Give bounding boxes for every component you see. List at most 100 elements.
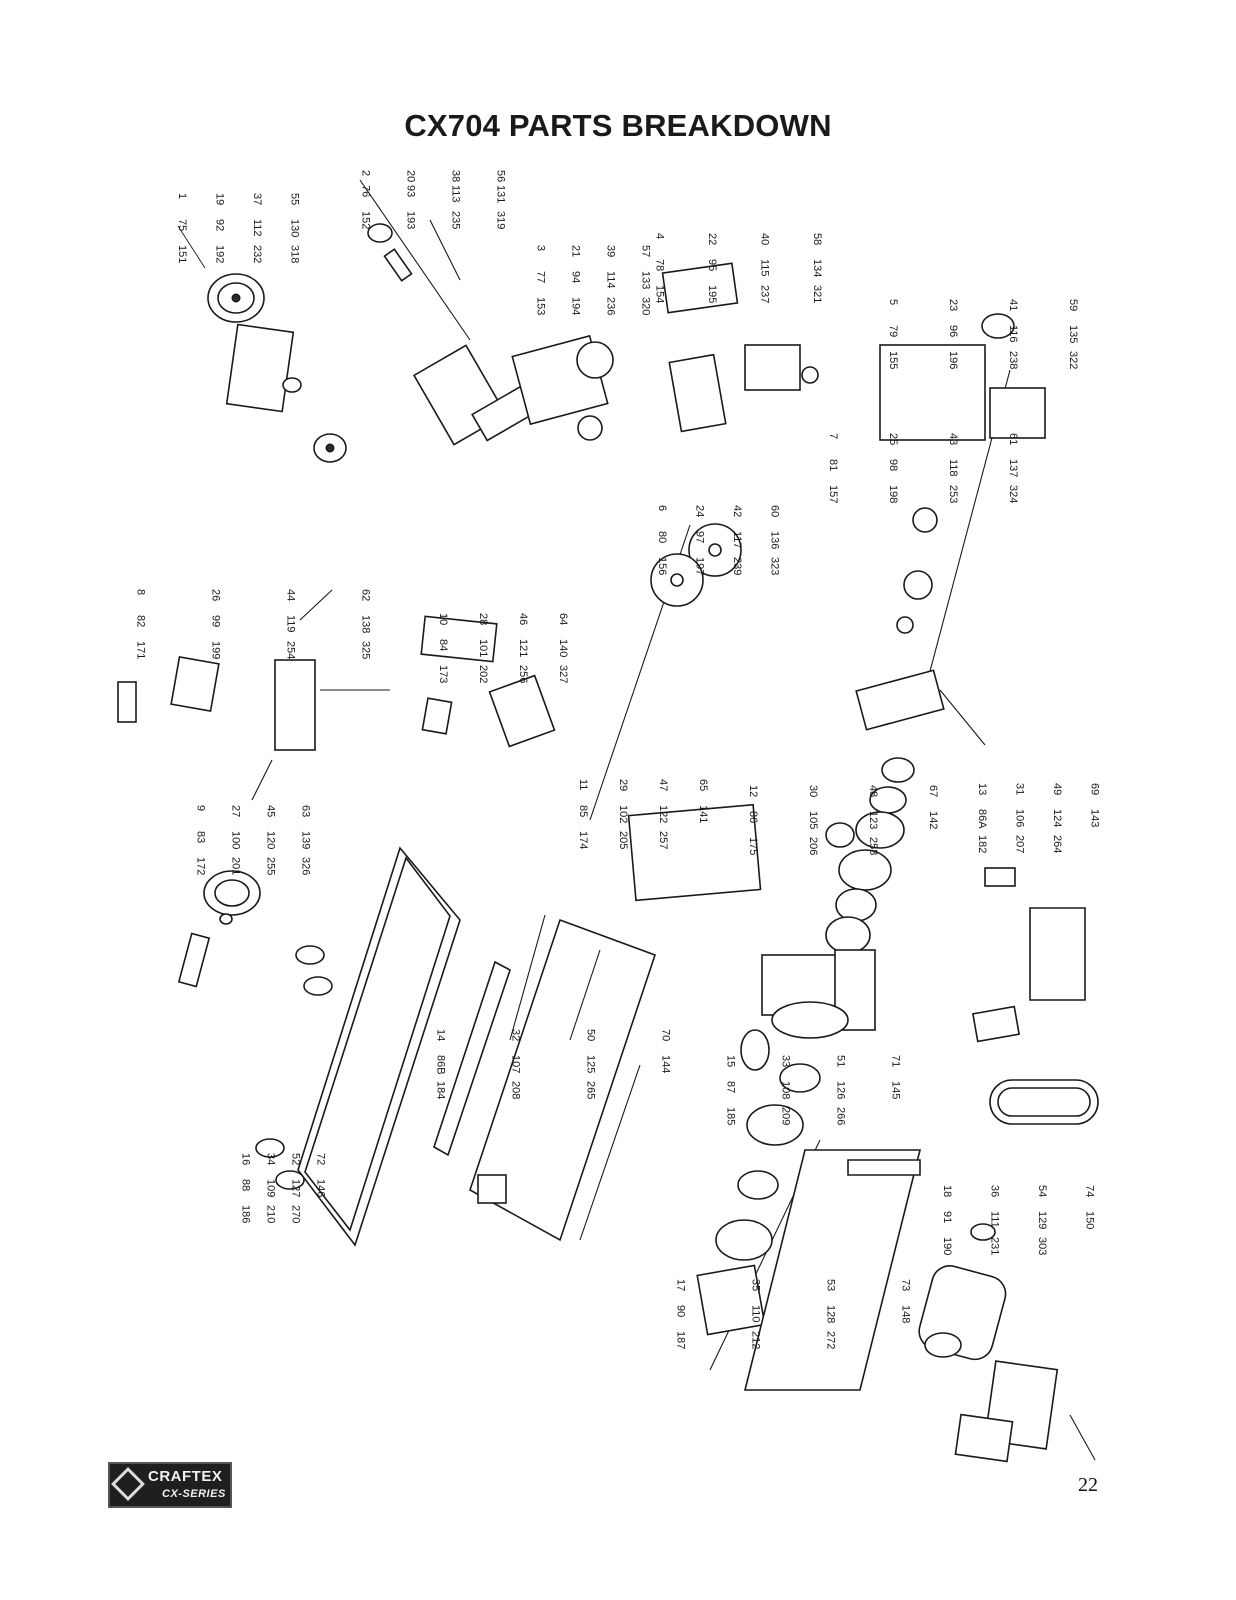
- part-callout-175: 175: [747, 837, 759, 855]
- logo-mark-icon: [111, 1467, 145, 1501]
- part-callout-61: 61: [1007, 433, 1019, 445]
- part-callout-13: 13: [976, 783, 988, 795]
- part-callout-202: 202: [477, 665, 489, 683]
- part-callout-106: 106: [1013, 809, 1025, 827]
- motor-assembly: [918, 1223, 1007, 1361]
- part-callout-322: 322: [1067, 351, 1079, 369]
- part-callout-122: 122: [657, 805, 669, 823]
- part-callout-197: 197: [693, 557, 705, 575]
- page-number: 22: [1078, 1474, 1098, 1496]
- part-callout-88: 88: [240, 1179, 252, 1191]
- part-callout-255: 255: [265, 857, 277, 875]
- part-callout-63: 63: [300, 805, 312, 817]
- part-callout-118: 118: [947, 459, 959, 477]
- part-callout-62: 62: [360, 589, 372, 601]
- part-callout-85: 85: [577, 805, 589, 817]
- part-callout-60: 60: [768, 505, 780, 517]
- part-callout-15: 15: [725, 1055, 737, 1067]
- part-callout-151: 151: [176, 245, 188, 263]
- part-callout-129: 129: [1036, 1211, 1048, 1229]
- part-callout-97: 97: [693, 531, 705, 543]
- part-callout-256: 256: [517, 665, 529, 683]
- part-callout-51: 51: [835, 1055, 847, 1067]
- part-callout-52: 52: [290, 1153, 302, 1165]
- part-callout-153: 153: [535, 297, 547, 315]
- part-callout-94: 94: [570, 271, 582, 283]
- part-callout-140: 140: [557, 639, 569, 657]
- part-callout-125: 125: [585, 1055, 597, 1073]
- part-callout-5: 5: [887, 299, 899, 305]
- part-callout-76: 76: [360, 185, 372, 197]
- part-callout-70: 70: [660, 1029, 672, 1041]
- part-callout-107: 107: [510, 1055, 522, 1073]
- part-callout-265: 265: [585, 1081, 597, 1099]
- part-callout-126: 126: [835, 1081, 847, 1099]
- part-callout-236: 236: [605, 297, 617, 315]
- part-callout-11: 11: [577, 779, 589, 790]
- part-callout-92: 92: [213, 219, 225, 231]
- part-callout-35: 35: [750, 1279, 762, 1291]
- part-callout-208: 208: [510, 1081, 522, 1099]
- part-callout-23: 23: [947, 299, 959, 311]
- part-callout-29: 29: [617, 779, 629, 791]
- part-callout-201: 201: [230, 857, 242, 875]
- part-callout-90: 90: [675, 1305, 687, 1317]
- part-callout-19: 19: [213, 193, 225, 205]
- part-callout-232: 232: [251, 245, 263, 263]
- part-callout-4: 4: [653, 233, 665, 239]
- part-callout-99: 99: [210, 615, 222, 627]
- part-callout-30: 30: [807, 785, 819, 797]
- part-callout-86B: 86B: [435, 1055, 447, 1075]
- part-callout-16: 16: [240, 1153, 252, 1165]
- part-callout-198: 198: [887, 485, 899, 503]
- part-callout-102: 102: [617, 805, 629, 823]
- part-callout-65: 65: [697, 779, 709, 791]
- part-callout-75: 75: [176, 219, 188, 231]
- part-callout-156: 156: [656, 557, 668, 575]
- part-callout-64: 64: [557, 613, 569, 625]
- part-callout-239: 239: [731, 557, 743, 575]
- part-callout-53: 53: [825, 1279, 837, 1291]
- part-callout-22: 22: [706, 233, 718, 245]
- part-callout-144: 144: [660, 1055, 672, 1073]
- part-callout-150: 150: [1083, 1211, 1095, 1229]
- part-callout-155: 155: [887, 351, 899, 369]
- part-callout-80: 80: [656, 531, 668, 543]
- motor-side-components: [971, 867, 1099, 1125]
- part-callout-258: 258: [867, 837, 879, 855]
- part-callout-135: 135: [1067, 325, 1079, 343]
- lead-screw-assembly: [359, 179, 471, 341]
- part-callout-26: 26: [210, 589, 222, 601]
- part-callout-185: 185: [725, 1107, 737, 1125]
- part-callout-57: 57: [640, 245, 652, 257]
- part-callout-119: 119: [285, 615, 297, 633]
- part-callout-84: 84: [437, 639, 449, 651]
- part-callout-120: 120: [265, 831, 277, 849]
- part-callout-55: 55: [288, 193, 300, 205]
- part-callout-195: 195: [706, 285, 718, 303]
- part-callout-134: 134: [811, 259, 823, 277]
- part-callout-186: 186: [240, 1205, 252, 1223]
- part-callout-54: 54: [1036, 1185, 1048, 1197]
- part-callout-199: 199: [210, 641, 222, 659]
- part-callout-36: 36: [988, 1185, 1000, 1197]
- part-callout-146: 146: [315, 1179, 327, 1197]
- change-gear-set: [650, 507, 938, 634]
- part-callout-38: 38: [450, 170, 462, 182]
- part-callout-100: 100: [230, 831, 242, 849]
- part-callout-33: 33: [780, 1055, 792, 1067]
- part-callout-58: 58: [811, 233, 823, 245]
- part-callout-116: 116: [1007, 325, 1019, 343]
- part-callout-71: 71: [890, 1055, 902, 1067]
- part-callout-131: 131: [495, 185, 507, 203]
- part-callout-272: 272: [825, 1331, 837, 1349]
- part-callout-42: 42: [731, 505, 743, 517]
- part-callout-25: 25: [887, 433, 899, 445]
- part-callout-46: 46: [517, 613, 529, 625]
- tool-post-assembly: [661, 262, 819, 433]
- part-callout-59: 59: [1067, 299, 1079, 311]
- part-callout-121: 121: [517, 639, 529, 657]
- part-callout-209: 209: [780, 1107, 792, 1125]
- part-callout-9: 9: [195, 805, 207, 811]
